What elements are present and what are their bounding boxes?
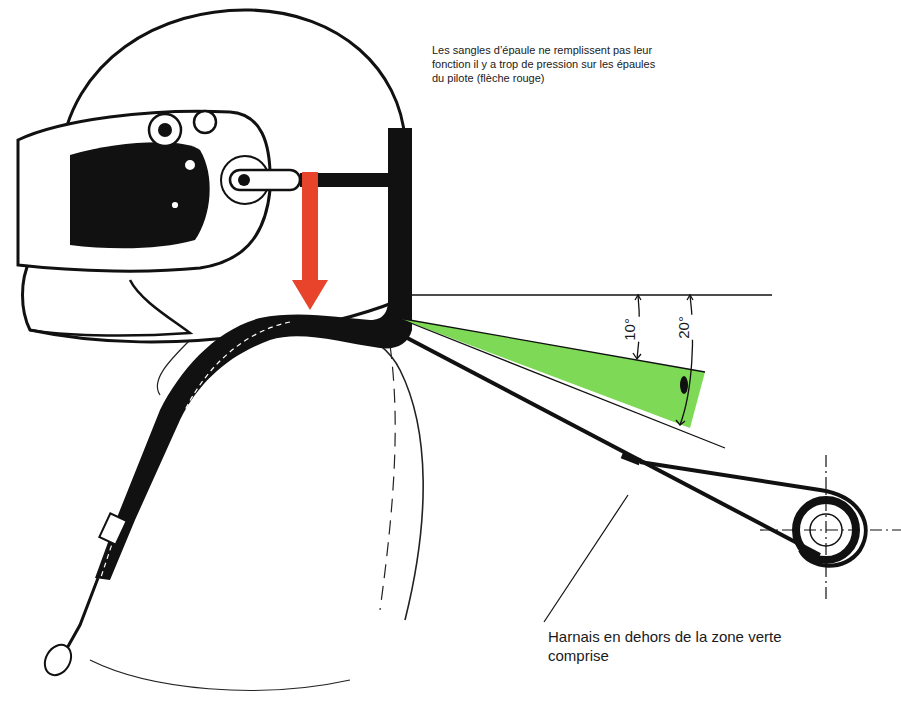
centre-line — [760, 529, 901, 530]
angle-label: 10° — [621, 317, 640, 342]
arc-head — [635, 295, 641, 300]
visor — [18, 111, 270, 271]
helmet-screw — [171, 201, 179, 209]
pressure-arrow-head — [292, 280, 328, 310]
visor-pivot-dot — [158, 123, 172, 137]
note-text: Les sangles d’épaule ne remplissent pas … — [432, 44, 667, 85]
shoulder-outline — [270, 326, 423, 620]
restraint-stitching — [185, 322, 290, 410]
arc-head — [687, 295, 693, 300]
strap-end — [66, 578, 98, 650]
tether-pin — [238, 174, 250, 186]
angle-line-10 — [398, 318, 705, 372]
strap-tab — [40, 640, 77, 680]
harness-loop — [640, 462, 866, 566]
centre-line — [825, 455, 826, 600]
green-zone — [398, 318, 705, 428]
angle-label: 20° — [675, 315, 694, 340]
arc-head — [633, 353, 641, 359]
harness-strap — [392, 330, 820, 555]
zone-mark — [680, 376, 688, 394]
tether-clip — [230, 170, 300, 190]
shoulder-inner — [380, 345, 395, 610]
arc-head — [676, 420, 685, 425]
chest-line — [90, 660, 350, 690]
leader-line — [544, 495, 628, 622]
visor-pivot — [149, 114, 181, 146]
helmet-screw — [184, 159, 196, 171]
pressure-arrow-shaft — [302, 172, 318, 282]
helmet-screw — [194, 111, 216, 133]
callout-text: Harnais en dehors de la zone verte compr… — [548, 628, 788, 666]
horizontal-reference — [412, 294, 772, 296]
head-restraint — [95, 128, 412, 580]
harness-adjuster — [622, 455, 640, 462]
visor-opening — [70, 142, 210, 248]
chin-guard — [30, 280, 190, 336]
belt-buckle — [99, 513, 126, 544]
